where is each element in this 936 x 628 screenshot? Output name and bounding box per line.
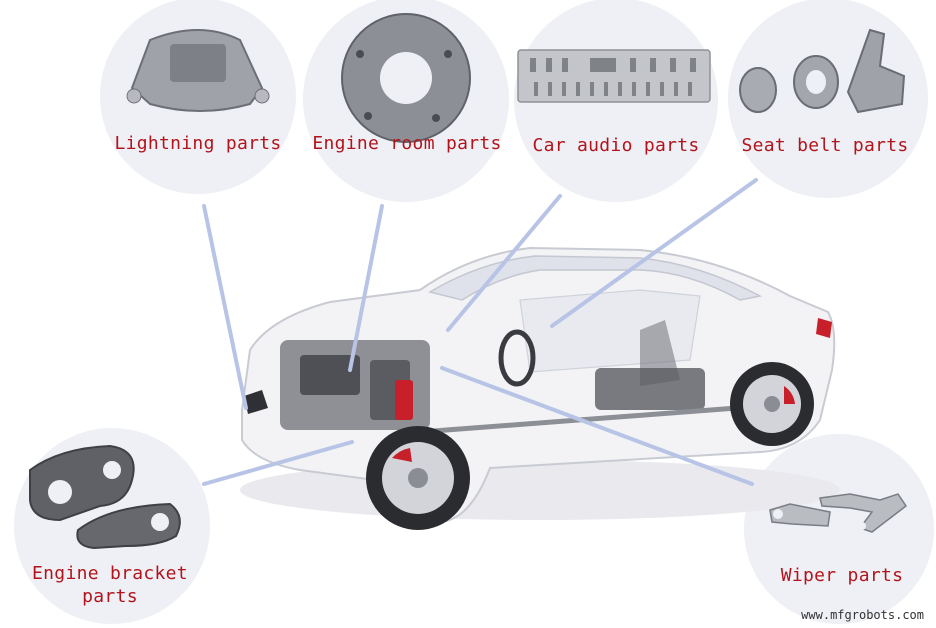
callout-label-lightning: Lightning parts bbox=[114, 133, 282, 154]
car-illustration bbox=[240, 246, 840, 530]
wiper-parts-image bbox=[769, 493, 908, 533]
seat-belt-parts-image bbox=[739, 28, 906, 114]
callout-label-wiper: Wiper parts bbox=[780, 565, 904, 586]
leader-line-engine-room bbox=[348, 204, 384, 372]
leader-line-engine-bracket bbox=[202, 440, 354, 486]
leader-line-wiper bbox=[440, 366, 754, 486]
callout-circle-wiper bbox=[744, 434, 934, 624]
leader-line-seat-belt bbox=[550, 178, 758, 328]
callout-label-engine-room: Engine room parts bbox=[312, 133, 502, 154]
callout-label-seat-belt: Seat belt parts bbox=[741, 135, 909, 156]
callout-label-car-audio: Car audio parts bbox=[532, 135, 700, 156]
leader-line-car-audio bbox=[446, 194, 562, 332]
callout-label-engine-bracket: Engine bracket parts bbox=[32, 563, 188, 607]
car-audio-parts-image bbox=[517, 49, 711, 103]
lightning-parts-image bbox=[126, 29, 270, 112]
leader-line-lightning bbox=[202, 204, 248, 410]
engine-room-parts-image bbox=[341, 13, 471, 143]
watermark: www.mfgrobots.com bbox=[801, 608, 924, 622]
engine-bracket-parts-image bbox=[29, 444, 181, 550]
leader-lines bbox=[202, 178, 758, 486]
